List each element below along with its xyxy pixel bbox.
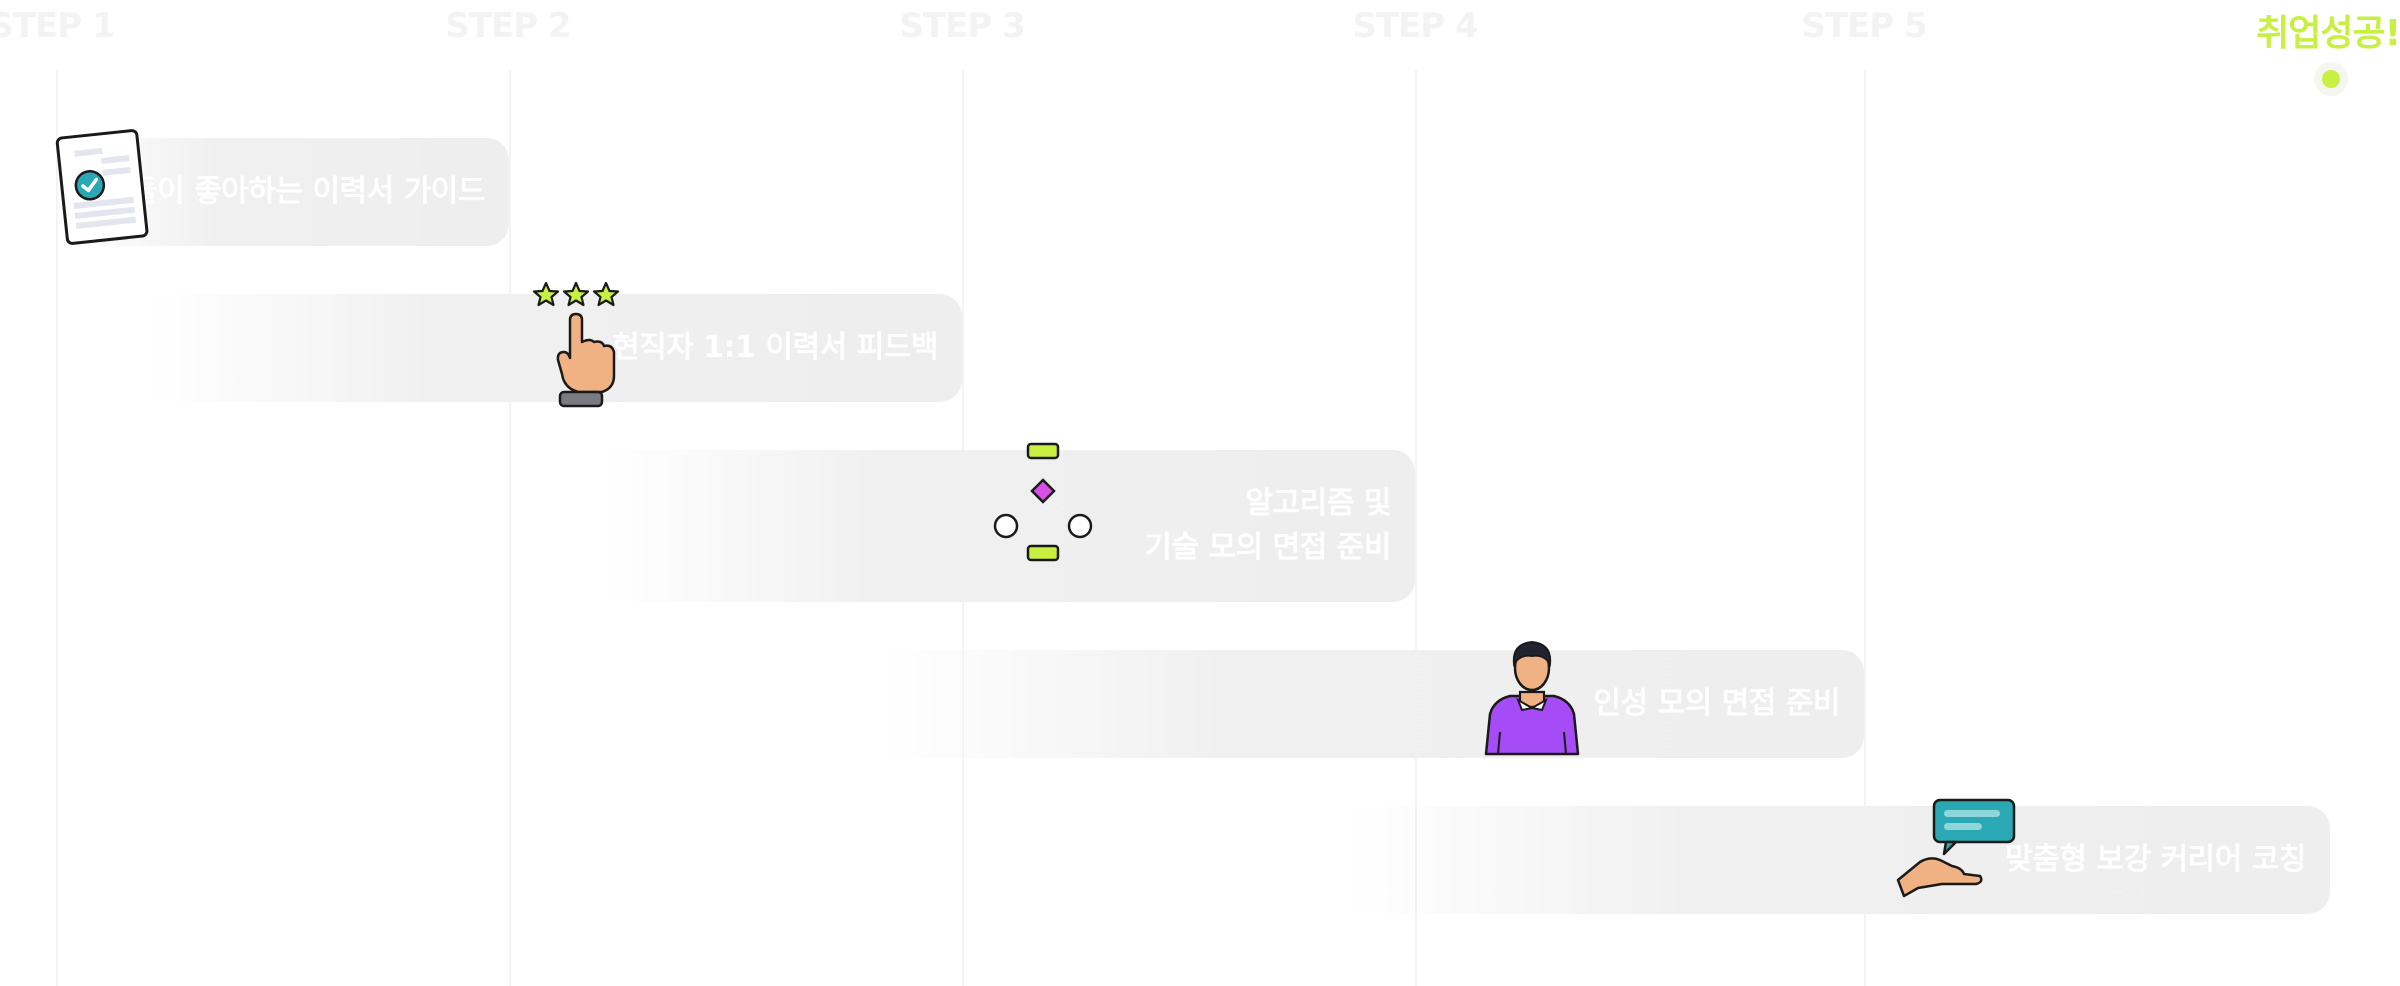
task-label-tech-interview: 알고리즘 및 기술 모의 면접 준비 — [1144, 482, 1391, 570]
goal-marker-dot — [2314, 62, 2348, 96]
step-2-label: STEP 2 — [445, 6, 571, 46]
task-label-personality-interview: 인성 모의 면접 준비 — [1593, 686, 1840, 721]
step-3-label: STEP 3 — [899, 6, 1025, 46]
task-label-resume-feedback: 현직자 1:1 이력서 피드백 — [612, 330, 938, 365]
task-bar-resume-feedback: 현직자 1:1 이력서 피드백 — [150, 294, 962, 402]
interviewer-person-icon — [1484, 640, 1580, 756]
step-4-guide-line — [1415, 70, 1417, 986]
task-bar-career-coaching: 맞춤형 보강 커리어 코칭 — [1350, 806, 2330, 914]
step-5-guide-line — [1864, 70, 1866, 986]
step-1-label: STEP 1 — [0, 6, 116, 46]
hand-rating-stars-icon — [532, 281, 620, 408]
task-label-tech-interview-line2: 기술 모의 면접 준비 — [1144, 530, 1391, 565]
step-2-guide-line — [509, 70, 511, 986]
hand-chat-bubble-icon — [1896, 798, 2016, 898]
step-4-label: STEP 4 — [1352, 6, 1478, 46]
task-bar-personality-interview: 인성 모의 면접 준비 — [880, 650, 1864, 758]
step-1-guide-line — [56, 70, 58, 986]
algorithm-flow-icon — [993, 442, 1093, 562]
task-label-career-coaching: 맞춤형 보강 커리어 코칭 — [2005, 842, 2306, 877]
task-label-tech-interview-line1: 알고리즘 및 — [1245, 486, 1392, 521]
goal-label: 취업성공! — [2256, 13, 2400, 54]
resume-check-icon — [55, 129, 149, 245]
step-5-label: STEP 5 — [1801, 6, 1927, 46]
